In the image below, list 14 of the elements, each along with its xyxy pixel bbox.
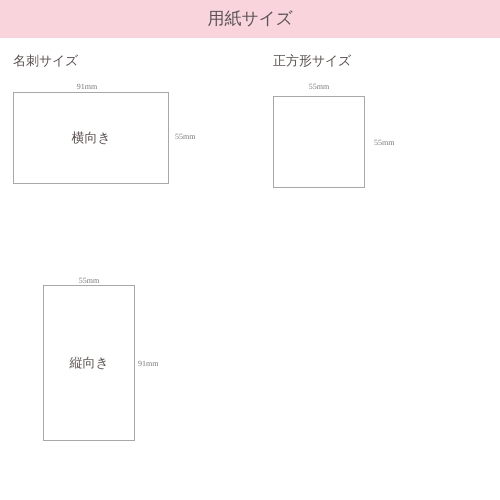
- card-outline: [13, 92, 169, 184]
- orientation-label: 横向き: [72, 130, 110, 147]
- square-outline: [273, 96, 365, 188]
- dimension-label: 91mm: [138, 359, 158, 368]
- dimension-label: 55mm: [308, 82, 330, 91]
- title: 用紙サイズ: [208, 8, 292, 31]
- dimension-label: 55mm: [175, 132, 196, 141]
- section-heading: 正方形サイズ: [273, 53, 351, 70]
- dimension-label: 55mm: [78, 276, 100, 285]
- orientation-label: 縦向き: [70, 355, 108, 372]
- section-heading: 名刺サイズ: [13, 53, 78, 70]
- dimension-label: 91mm: [76, 82, 98, 91]
- dimension-label: 55mm: [374, 138, 394, 147]
- card-outline: [43, 285, 135, 441]
